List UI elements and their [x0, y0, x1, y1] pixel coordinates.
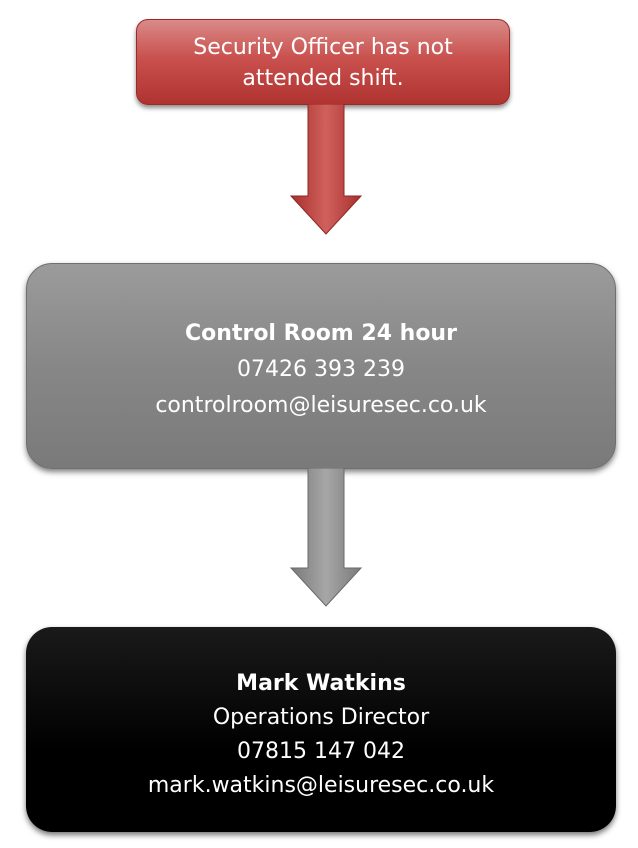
director-name: Mark Watkins [236, 670, 406, 696]
control-room-phone: 07426 393 239 [237, 357, 405, 382]
alert-box: Security Officer has not attended shift. [136, 19, 510, 105]
arrow-down-red [289, 104, 363, 235]
alert-text-line-1: Security Officer has not [193, 35, 453, 60]
control-room-title: Control Room 24 hour [185, 321, 457, 346]
operations-director-box: Mark Watkins Operations Director 07815 1… [26, 627, 616, 832]
alert-text-line-2: attended shift. [242, 66, 404, 91]
director-email: mark.watkins@leisuresec.co.uk [147, 772, 495, 798]
director-role: Operations Director [212, 704, 430, 730]
control-room-email: controlroom@leisuresec.co.uk [155, 393, 487, 418]
control-room-box: Control Room 24 hour 07426 393 239 contr… [26, 263, 616, 469]
director-phone: 07815 147 042 [237, 738, 405, 764]
arrow-down-grey [289, 468, 363, 607]
